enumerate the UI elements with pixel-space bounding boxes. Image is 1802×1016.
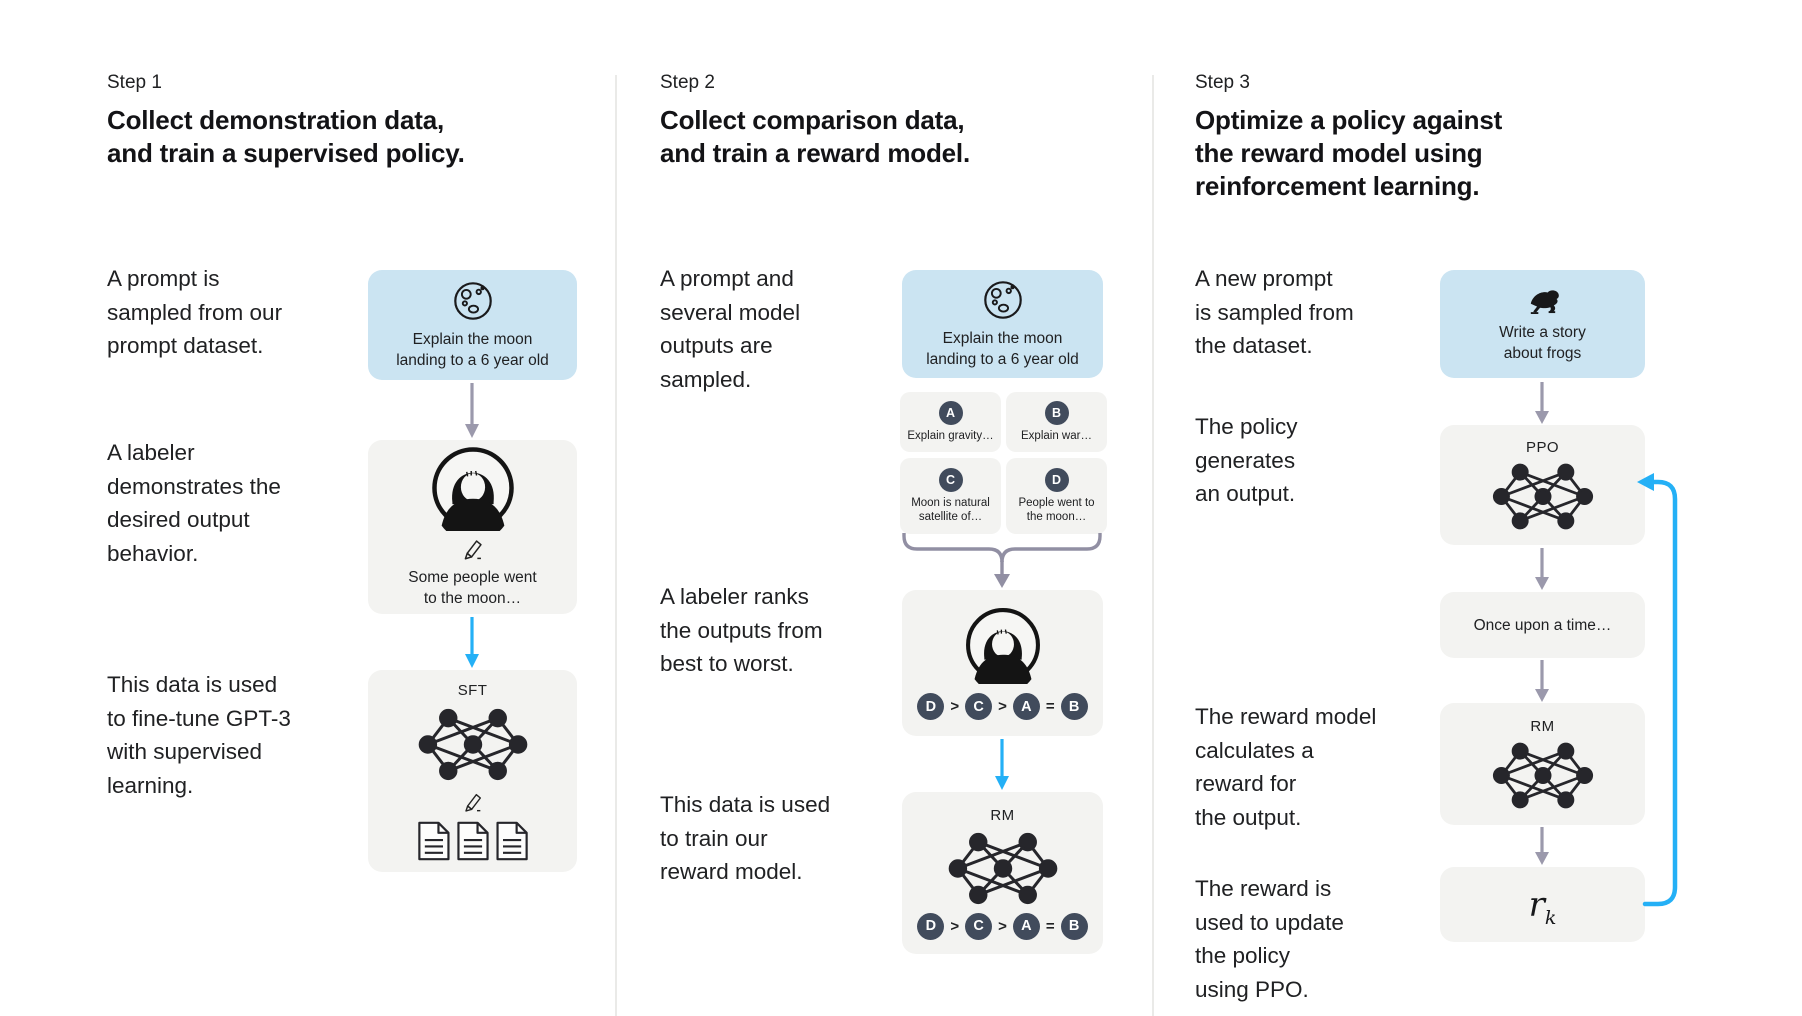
arrow-down-blue	[995, 739, 1009, 790]
step3-label: Step 3	[1195, 72, 1250, 93]
rank-badge: D	[917, 912, 945, 940]
neural-network-icon	[948, 832, 1057, 904]
reward-symbol: rk	[1528, 884, 1557, 929]
arrow-down-gray	[1535, 827, 1549, 865]
feedback-loop-arrow-blue	[1637, 473, 1678, 907]
rank-badge: B	[1060, 693, 1088, 720]
column-divider	[615, 75, 617, 1016]
neural-network-icon	[418, 708, 527, 780]
output-badge: C	[938, 468, 963, 492]
step2-desc-sampled: A prompt and several model outputs are s…	[660, 266, 801, 392]
labeler-avatar-icon	[964, 606, 1042, 684]
rank-badge: C	[965, 693, 993, 720]
rank-separator: >	[950, 698, 960, 715]
step3-output-box-text: Once upon a time…	[1473, 616, 1612, 634]
step3-desc-policy: The policy generates an output.	[1195, 414, 1298, 506]
step2-prompt-box-text: Explain the moon landing to a 6 year old	[926, 330, 1079, 368]
brace-merge-arrow	[902, 533, 1102, 588]
step2-ranking-box: D > C > A = B	[902, 590, 1103, 736]
step3-reward-box: rk	[1440, 867, 1645, 942]
documents-icon	[417, 821, 528, 860]
step3-rm-box: RM	[1440, 703, 1645, 825]
rank-separator: >	[998, 698, 1007, 715]
rank-separator: >	[998, 917, 1007, 935]
ppo-model-label: PPO	[1526, 438, 1559, 456]
column-divider	[1152, 75, 1154, 1016]
pencil-icon	[464, 540, 482, 560]
rank-badge: A	[1012, 912, 1040, 940]
arrow-down-gray	[1535, 382, 1549, 424]
step2-prompt-box: Explain the moon landing to a 6 year old	[902, 270, 1103, 378]
output-box-b: B Explain war…	[1006, 392, 1107, 452]
step1-desc-labeler: A labeler demonstrates the desired outpu…	[107, 440, 281, 566]
step1-label: Step 1	[107, 72, 162, 93]
step2-rm-box: RM D > C > A = B	[902, 792, 1103, 954]
step2-title: Collect comparison data, and train a rew…	[660, 105, 970, 168]
step3-desc-new-prompt: A new prompt is sampled from the dataset…	[1195, 266, 1354, 358]
output-badge: D	[1044, 468, 1069, 492]
step3-desc-reward-update: The reward is used to update the policy …	[1195, 876, 1344, 1002]
step2-desc-ranks: A labeler ranks the outputs from best to…	[660, 584, 823, 676]
neural-network-icon	[1492, 463, 1593, 529]
arrow-down-gray	[1535, 548, 1549, 590]
step1-desc-finetune: This data is used to fine-tune GPT-3 wit…	[107, 672, 291, 798]
step1-labeler-box-text: Some people went to the moon…	[408, 569, 537, 607]
step3-prompt-box-text: Write a story about frogs	[1499, 324, 1586, 362]
output-box-a: A Explain gravity…	[900, 392, 1001, 452]
frog-icon	[1530, 290, 1559, 314]
output-badge: A	[938, 401, 963, 425]
output-box-c: C Moon is natural satellite of…	[900, 458, 1001, 534]
moon-icon	[453, 282, 492, 320]
step1-prompt-box: Explain the moon landing to a 6 year old	[368, 270, 577, 380]
rank-badge: B	[1060, 912, 1088, 940]
rank-separator: =	[1045, 917, 1055, 935]
labeler-avatar-icon	[430, 445, 516, 531]
step1-labeler-box: Some people went to the moon…	[368, 440, 577, 614]
rm-model-label: RM	[1530, 717, 1555, 735]
rank-separator: =	[1045, 698, 1055, 715]
output-box-d: D People went to the moon…	[1006, 458, 1107, 534]
output-text: Moon is natural satellite of…	[911, 497, 990, 523]
output-text: Explain war…	[1021, 430, 1092, 442]
step1-sft-box: SFT	[368, 670, 577, 872]
rm-model-label: RM	[990, 806, 1015, 824]
sft-model-label: SFT	[457, 681, 488, 699]
pencil-icon	[464, 793, 481, 812]
neural-network-icon	[1492, 742, 1593, 808]
ranking-row: D > C > A = B	[917, 693, 1088, 720]
step3-prompt-box: Write a story about frogs	[1440, 270, 1645, 378]
output-badge: B	[1044, 401, 1069, 425]
step3-title: Optimize a policy against the reward mod…	[1195, 105, 1503, 201]
step2-desc-train: This data is used to train our reward mo…	[660, 792, 831, 884]
arrow-down-gray	[1535, 660, 1549, 702]
rank-badge: C	[965, 912, 993, 940]
step3-output-box: Once upon a time…	[1440, 592, 1645, 658]
rank-badge: D	[917, 693, 945, 720]
step1-prompt-box-text: Explain the moon landing to a 6 year old	[396, 331, 549, 369]
arrow-down-gray	[465, 383, 479, 438]
ranking-row: D > C > A = B	[917, 912, 1088, 940]
step3-ppo-box: PPO	[1440, 425, 1645, 545]
step1-desc-prompt: A prompt is sampled from our prompt data…	[107, 266, 283, 358]
moon-icon	[983, 281, 1022, 319]
arrow-down-blue	[465, 617, 479, 668]
rank-separator: >	[950, 917, 960, 935]
output-text: Explain gravity…	[907, 430, 994, 442]
output-text: People went to the moon…	[1018, 497, 1095, 523]
rank-badge: A	[1012, 693, 1040, 720]
step2-label: Step 2	[660, 72, 715, 93]
step1-title: Collect demonstration data, and train a …	[107, 105, 465, 168]
step3-desc-reward-model: The reward model calculates a reward for…	[1195, 704, 1377, 830]
